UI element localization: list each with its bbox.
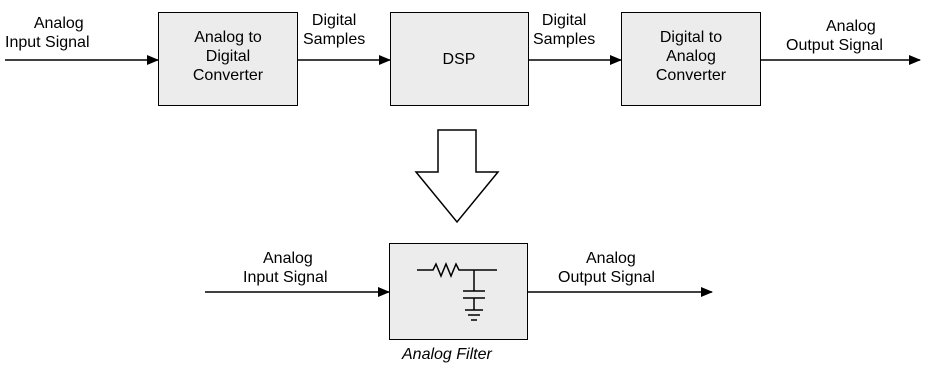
top-input-label: Analog Input Signal: [5, 15, 90, 51]
filter-caption: Analog Filter: [402, 346, 492, 363]
adc-output-label: Digital Samples: [303, 12, 366, 48]
dac-label: Digital to Analog Converter: [655, 29, 727, 84]
adc-block: [158, 12, 298, 106]
rc-filter-icon: [417, 262, 497, 321]
transform-down-arrow: [414, 129, 500, 224]
dsp-output-label: Digital Samples: [533, 12, 596, 48]
analog-filter-block: [389, 243, 528, 340]
bottom-input-label: Analog Input Signal: [243, 250, 328, 286]
dsp-block: [390, 12, 529, 106]
top-output-label: Analog Output Signal: [786, 18, 883, 54]
adc-label: Analog to Digital Converter: [192, 29, 264, 84]
bottom-output-label: Analog Output Signal: [558, 250, 655, 286]
dac-block: [621, 12, 761, 106]
dsp-label: DSP: [442, 51, 476, 68]
